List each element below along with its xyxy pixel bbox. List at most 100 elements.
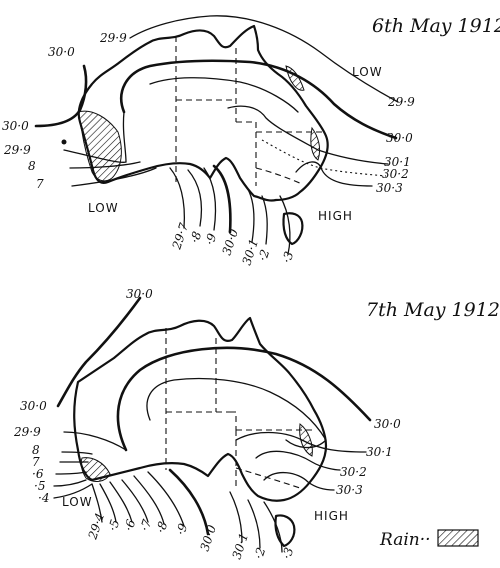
map2-label-9-bottom: ·9 [174, 521, 191, 537]
isobar-7-west [71, 167, 157, 187]
isobar-6-west-2 [55, 471, 87, 475]
isobar-30-2-east-2 [255, 450, 341, 471]
isobar-5-south-2 [99, 483, 117, 523]
map2-label-7-bottom: ·7 [138, 517, 155, 533]
coastline-tasmania [282, 212, 304, 246]
map2-label-7-left: 7 [32, 455, 40, 469]
isobar-29-9-west-2 [63, 431, 127, 451]
isobar-6-south-2 [109, 481, 133, 523]
isobar-30-2-east [261, 139, 387, 177]
border-nsw-vic [255, 167, 303, 185]
map2-date: 7th May 1912 [366, 299, 500, 321]
isobar-30-1-south [245, 185, 255, 243]
map2-label-30-1-bottom: 30·1 [230, 531, 252, 561]
map1-label-30-0-bottom: 30·0 [220, 227, 242, 257]
map-6th-may: 6th May 1912 LOW LOW HIGH 30·0 29·9 30·0… [2, 15, 500, 267]
coastline-tasmania-2 [274, 514, 296, 548]
rain-area-southwest [80, 457, 111, 482]
map2-label-5-bottom: ·5 [106, 518, 123, 533]
map2-label-8-left: 8 [32, 443, 40, 457]
map2-label-29-4-bottom: 29·4 [85, 511, 107, 542]
isobar-30-0-south [212, 164, 232, 234]
isobar-2-south-2 [247, 499, 261, 549]
map1-label-8-left: 8 [28, 159, 36, 173]
map1-label-30-3-right: 30·3 [376, 181, 403, 195]
map1-date: 6th May 1912 [372, 15, 500, 37]
isobar-3-south-2 [263, 501, 283, 553]
rain-area-west [77, 110, 122, 182]
isobar-7-south-2 [121, 479, 149, 523]
isobar-8-west-2 [61, 451, 93, 455]
isobar-3-south [279, 195, 291, 255]
coastline-australia-2 [73, 316, 328, 502]
map2-label-2-bottom: ·2 [252, 546, 269, 561]
map-7th-may: 7th May 1912 LOW HIGH 30·0 30·0 29·9 8 7… [13, 287, 500, 561]
map2-label-30-0-left: 30·0 [20, 399, 47, 413]
map2-label-4-left: ·4 [38, 491, 49, 505]
map2-label-8-bottom: ·8 [154, 519, 171, 535]
map2-label-29-9-left: 29·9 [13, 425, 41, 439]
legend: Rain·· [379, 529, 479, 550]
map2-label-6-left: ·6 [32, 467, 44, 481]
map1-label-3-bottom: ·3 [280, 249, 297, 265]
isobar-9-south-2 [147, 471, 185, 527]
isobar-30-0-centre [119, 59, 398, 140]
map2-label-3-bottom: ·3 [280, 545, 297, 561]
map2-system-low: LOW [62, 495, 93, 509]
map1-label-30-2-right: 30·2 [382, 167, 409, 181]
isobar-8-south-2 [133, 475, 165, 525]
map2-label-30-0-top: 30·0 [126, 287, 153, 301]
map1-label-29-9-left: 29·9 [3, 143, 31, 157]
map1-system-low-east: LOW [352, 65, 383, 79]
map1-label-29-9-top: 29·9 [99, 31, 127, 45]
isobar-9-south [203, 167, 217, 231]
map2-label-30-3-right: 30·3 [336, 483, 363, 497]
isobar-30-3-high-2 [263, 472, 335, 491]
legend-rain-label: Rain·· [379, 530, 431, 550]
map2-label-30-2-right: 30·2 [340, 465, 367, 479]
isobar-30-0-centre-2 [116, 346, 372, 452]
isobar-29-9-west [63, 111, 127, 163]
isobar-29-4-south [91, 483, 103, 523]
border-nsw-vic-2 [235, 467, 301, 489]
map1-label-29-9-right: 29·9 [387, 95, 415, 109]
isobar-30-0-west [34, 64, 88, 128]
isobar-inner-centre [149, 77, 299, 113]
map1-label-30-0-right: 30·0 [386, 131, 413, 145]
isobar-29-7-south [169, 167, 186, 229]
legend-rain-swatch [437, 529, 479, 547]
isobar-inner-centre-2 [146, 377, 327, 449]
isobar-4-west-2 [53, 483, 93, 499]
isobar-30-0-northwest [56, 296, 142, 408]
map1-system-high: HIGH [318, 209, 353, 223]
map2-label-30-1-right: 30·1 [366, 445, 393, 459]
isobar-30-0-south-2 [168, 468, 210, 536]
map1-label-8-bottom: ·8 [188, 229, 205, 245]
map1-label-9-bottom: ·9 [203, 231, 220, 247]
rain-area-southeast [310, 126, 321, 161]
isobar-5-west-2 [53, 479, 87, 487]
station-dot [61, 139, 67, 145]
isobar-8-south [187, 169, 203, 227]
isobar-30-1-east-2 [235, 431, 367, 453]
map2-label-5-left: ·5 [34, 479, 45, 493]
map2-label-30-0-right: 30·0 [374, 417, 401, 431]
border-sa-qld-2 [230, 411, 237, 430]
isobar-2-south [261, 195, 268, 245]
map1-system-low-west: LOW [88, 201, 119, 215]
map2-system-high: HIGH [314, 509, 349, 523]
coastline-australia [77, 24, 329, 202]
map2-label-6-bottom: ·6 [122, 517, 139, 533]
map1-label-30-0-top: 30·0 [48, 45, 75, 59]
isobar-30-3-high [295, 161, 373, 187]
isobar-30-1-south-2 [229, 491, 243, 543]
isobar-29-9-north [129, 15, 399, 103]
isobar-8-west [69, 161, 141, 169]
map1-label-2-bottom: ·2 [256, 248, 273, 263]
map1-label-7-left: 7 [36, 177, 44, 191]
map2-label-30-0-bottom: 30·0 [198, 523, 220, 553]
map1-label-30-0-left: 30·0 [2, 119, 29, 133]
map1-label-30-1-right: 30·1 [384, 155, 411, 169]
